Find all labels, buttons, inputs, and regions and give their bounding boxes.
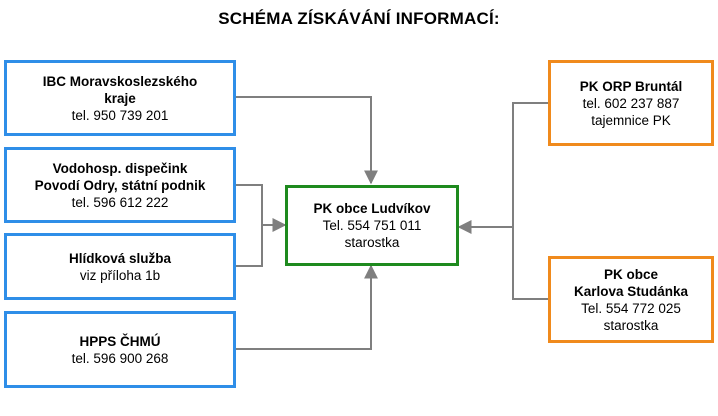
karlova-name-cont: Karlova Studánka	[573, 283, 689, 299]
hpps-phone: tel. 596 900 268	[71, 350, 169, 366]
connector-hlidkova	[236, 225, 263, 267]
hlidkova-note: viz příloha 1b	[79, 267, 161, 283]
connector-karlova	[512, 227, 548, 300]
connector-orp	[512, 102, 548, 227]
hlidkova-name: Hlídková služba	[68, 250, 172, 266]
karlova-role: starostka	[603, 317, 659, 333]
orp-name: PK ORP Bruntál	[579, 78, 683, 94]
box-center: PK obce Ludvíkov Tel. 554 751 011 staros…	[285, 185, 459, 266]
connector-vodohosp	[236, 184, 263, 225]
box-hlidkova: Hlídková služba viz příloha 1b	[4, 233, 236, 300]
box-karlova: PK obce Karlova Studánka Tel. 554 772 02…	[548, 256, 714, 343]
ibc-phone: tel. 950 739 201	[71, 107, 169, 123]
box-ibc: IBC Moravskoslezského kraje tel. 950 739…	[4, 60, 236, 136]
orp-phone: tel. 602 237 887	[582, 95, 680, 111]
connector-ibc	[236, 96, 378, 185]
center-name: PK obce Ludvíkov	[313, 201, 431, 216]
connector-hpps	[236, 264, 378, 350]
vodohosp-name: Vodohosp. dispečink	[52, 160, 188, 176]
box-orp: PK ORP Bruntál tel. 602 237 887 tajemnic…	[548, 60, 714, 146]
vodohosp-org: Povodí Odry, státní podnik	[34, 177, 206, 193]
ibc-name-cont: kraje	[104, 90, 136, 106]
center-phone: Tel. 554 751 011	[322, 218, 422, 233]
hpps-name: HPPS ČHMÚ	[79, 333, 161, 349]
box-hpps: HPPS ČHMÚ tel. 596 900 268	[4, 311, 236, 388]
karlova-phone: Tel. 554 772 025	[581, 300, 681, 316]
ibc-name: IBC Moravskoslezského	[42, 73, 198, 89]
diagram-title: SCHÉMA ZÍSKÁVÁNÍ INFORMACÍ:	[218, 9, 500, 28]
box-vodohosp: Vodohosp. dispečink Povodí Odry, státní …	[4, 147, 236, 223]
orp-role: tajemnice PK	[591, 112, 671, 128]
karlova-name: PK obce	[603, 266, 658, 282]
center-role: starostka	[344, 235, 400, 250]
vodohosp-phone: tel. 596 612 222	[71, 194, 169, 210]
